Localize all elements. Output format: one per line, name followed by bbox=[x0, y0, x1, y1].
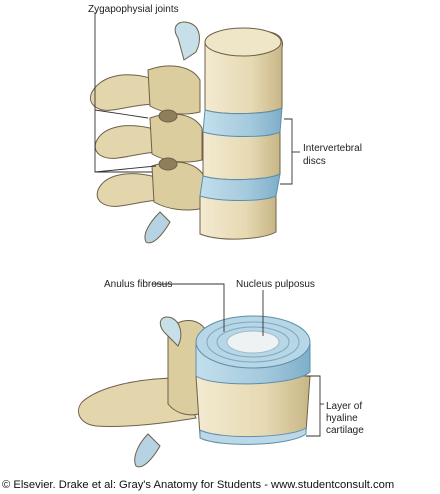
intervertebral-disc-upper bbox=[202, 107, 283, 137]
inferior-articular-process-bottom bbox=[134, 433, 161, 468]
inferior-articular-process bbox=[144, 211, 171, 244]
leader-lines-bottom bbox=[152, 283, 324, 437]
vertebral-body-lower bbox=[199, 195, 277, 240]
vertebral-column-illustration bbox=[90, 21, 283, 244]
copyright-credit: © Elsevier. Drake et al: Gray's Anatomy … bbox=[2, 479, 395, 491]
anulus-fibrosus-ring-inner bbox=[216, 326, 290, 358]
lamina-lower bbox=[151, 161, 205, 211]
vertebral-body-upper-top bbox=[204, 27, 282, 57]
leader-lines-top bbox=[94, 12, 300, 185]
intervertebral-disc-lower bbox=[199, 173, 281, 201]
label-intervertebral-discs-line2: discs bbox=[303, 156, 326, 167]
vertebral-body-middle bbox=[202, 131, 281, 181]
nucleus-pulposus bbox=[226, 330, 280, 354]
zygapophysial-joint-2 bbox=[158, 157, 178, 171]
label-intervertebral-discs-line1: Intervertebral bbox=[303, 143, 362, 154]
lamina-upper bbox=[147, 65, 201, 115]
label-cartilage-line1: Layer of bbox=[326, 401, 362, 412]
label-cartilage-line3: cartilage bbox=[326, 425, 364, 436]
vertebra-disc-illustration bbox=[78, 315, 311, 468]
spinous-process-upper bbox=[90, 74, 157, 111]
superior-articular-process bbox=[174, 21, 200, 61]
superior-articular-process-bottom bbox=[159, 316, 182, 347]
spinous-process-middle bbox=[94, 125, 161, 159]
zygapophysial-joint-1 bbox=[158, 109, 178, 123]
label-anulus-fibrosus: Anulus fibrosus bbox=[104, 279, 172, 290]
hyaline-cartilage-layer bbox=[199, 427, 307, 445]
label-cartilage-line2: hyaline bbox=[326, 413, 358, 424]
lamina-middle bbox=[149, 113, 203, 163]
spinous-process-bottom bbox=[78, 377, 197, 428]
anulus-fibrosus-ring bbox=[206, 321, 300, 363]
label-zygapophysial-joints: Zygapophysial joints bbox=[88, 4, 179, 15]
spinous-process-lower bbox=[96, 173, 163, 207]
label-nucleus-pulposus: Nucleus pulposus bbox=[236, 279, 315, 290]
